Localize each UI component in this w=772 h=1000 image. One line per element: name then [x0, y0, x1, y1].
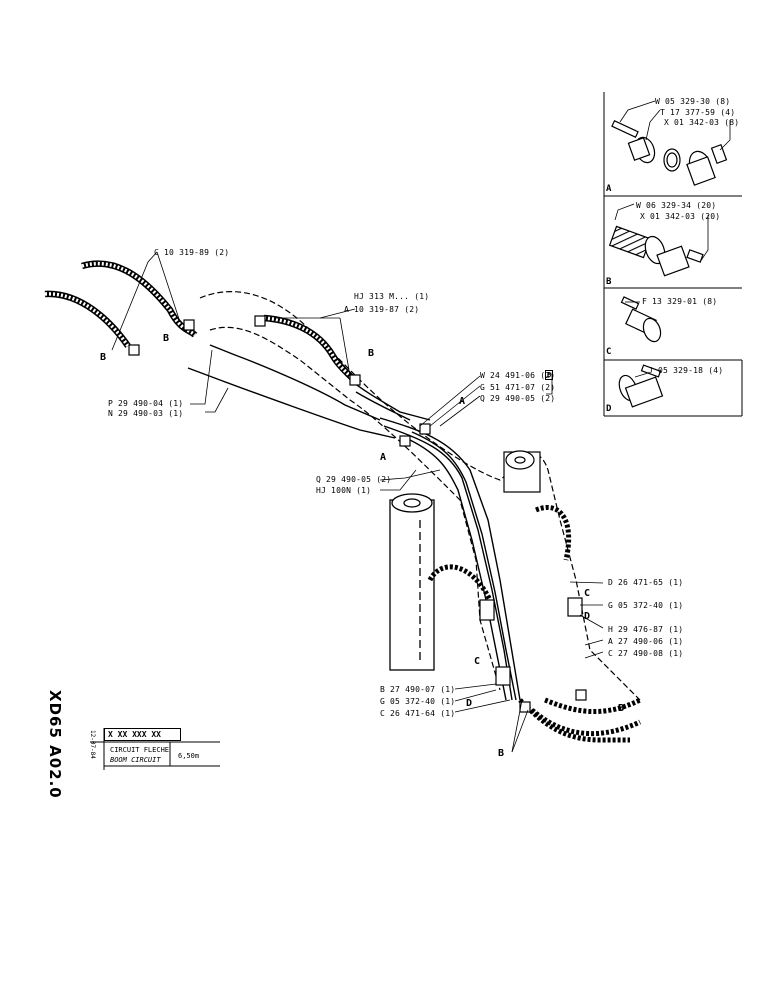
callout-b: B [100, 352, 107, 363]
detail-c-letter: C [606, 347, 612, 357]
label-g05-right: G 05 372-40 (1) [608, 601, 684, 610]
callout-d: D [466, 698, 473, 709]
detail-a-part-1: W 05 329-30 (8) [655, 97, 731, 106]
label-c26: C 26 471-64 (1) [380, 709, 456, 718]
callout-c: C [474, 656, 481, 667]
label-c27: C 27 490-08 (1) [608, 649, 684, 658]
detail-c-parts [620, 296, 662, 343]
rigid-tubes [187, 344, 521, 701]
label-q29-b: Q 29 490-05 (2) [316, 475, 392, 484]
detail-b-part-2: X 01 342-03 (20) [640, 212, 721, 221]
callout-a: A [380, 452, 387, 463]
detail-d-parts [618, 364, 664, 408]
detail-d-part-1: J 05 329-18 (4) [648, 366, 724, 375]
detail-a-part-2: T 17 377-59 (4) [660, 108, 736, 117]
boom-size: 6,50m [178, 752, 200, 760]
detail-a-parts [611, 119, 728, 186]
code-box: X XX XXX XX [104, 728, 181, 741]
detail-a-part-3: X 01 342-03 (8) [664, 118, 740, 127]
callout-b: B [368, 348, 375, 359]
label-a10-hose: A 10 319-87 (2) [344, 305, 420, 314]
document-date: 12-07-84 [89, 730, 96, 759]
label-d26: D 26 471-65 (1) [608, 578, 684, 587]
detail-c-part-1: F 13 329-01 (8) [642, 297, 718, 306]
clamps [128, 315, 587, 713]
boom-cylinder [389, 493, 435, 671]
callout-a: A [459, 396, 466, 407]
label-g05-left: G 05 372-40 (1) [380, 697, 456, 706]
label-hj313: HJ 313 M... (1) [354, 292, 430, 301]
callout-c: C [584, 588, 591, 599]
document-code: XD65 A02.0 [46, 690, 64, 799]
label-n29: N 29 490-03 (1) [108, 409, 184, 418]
detail-b-letter: B [606, 277, 612, 287]
boom-lug [503, 450, 541, 493]
label-b27: B 27 490-07 (1) [380, 685, 456, 694]
leader-lines [111, 251, 604, 753]
detail-a-letter: A [606, 184, 612, 194]
label-g51: G 51 471-07 (2) [480, 383, 556, 392]
detail-leaders [614, 100, 731, 378]
label-c10-hose: C 10 319-89 (2) [154, 248, 230, 257]
callout-b: B [163, 333, 170, 344]
label-w24: W 24 491-06 (2) [480, 371, 556, 380]
detail-b-parts [608, 225, 704, 277]
detail-panel [603, 92, 743, 417]
braided-hoses-upper-fill [44, 262, 356, 382]
title-french: CIRCUIT FLECHE [110, 746, 170, 754]
detail-d-letter: D [606, 404, 612, 414]
braided-hoses-upper [44, 260, 357, 383]
callout-b: B [618, 703, 625, 714]
label-a27: A 27 490-06 (1) [608, 637, 684, 646]
label-q29-a: Q 29 490-05 (2) [480, 394, 556, 403]
label-box-b: B [545, 370, 554, 380]
label-p29: P 29 490-04 (1) [108, 399, 184, 408]
label-hj100: HJ 100N (1) [316, 486, 372, 495]
title-english: BOOM CIRCUIT [110, 756, 161, 764]
detail-b-part-1: W 06 329-34 (20) [636, 201, 717, 210]
callout-b: B [498, 748, 505, 759]
label-h29: H 29 476-87 (1) [608, 625, 684, 634]
braided-hoses-lower [427, 505, 642, 743]
callout-d: D [584, 611, 591, 622]
title-block [90, 728, 220, 770]
